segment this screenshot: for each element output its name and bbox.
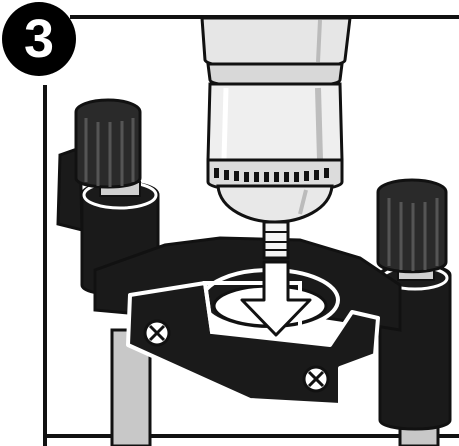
screw-icon-2 xyxy=(302,365,330,393)
step-number: 3 xyxy=(23,9,55,69)
step-number-badge: 3 xyxy=(2,2,76,76)
screw-icon xyxy=(143,319,171,347)
down-arrow-icon xyxy=(240,260,312,337)
knob-icon-right xyxy=(376,178,448,274)
knob-icon xyxy=(74,98,142,189)
drill-chuck-icon xyxy=(200,16,352,260)
